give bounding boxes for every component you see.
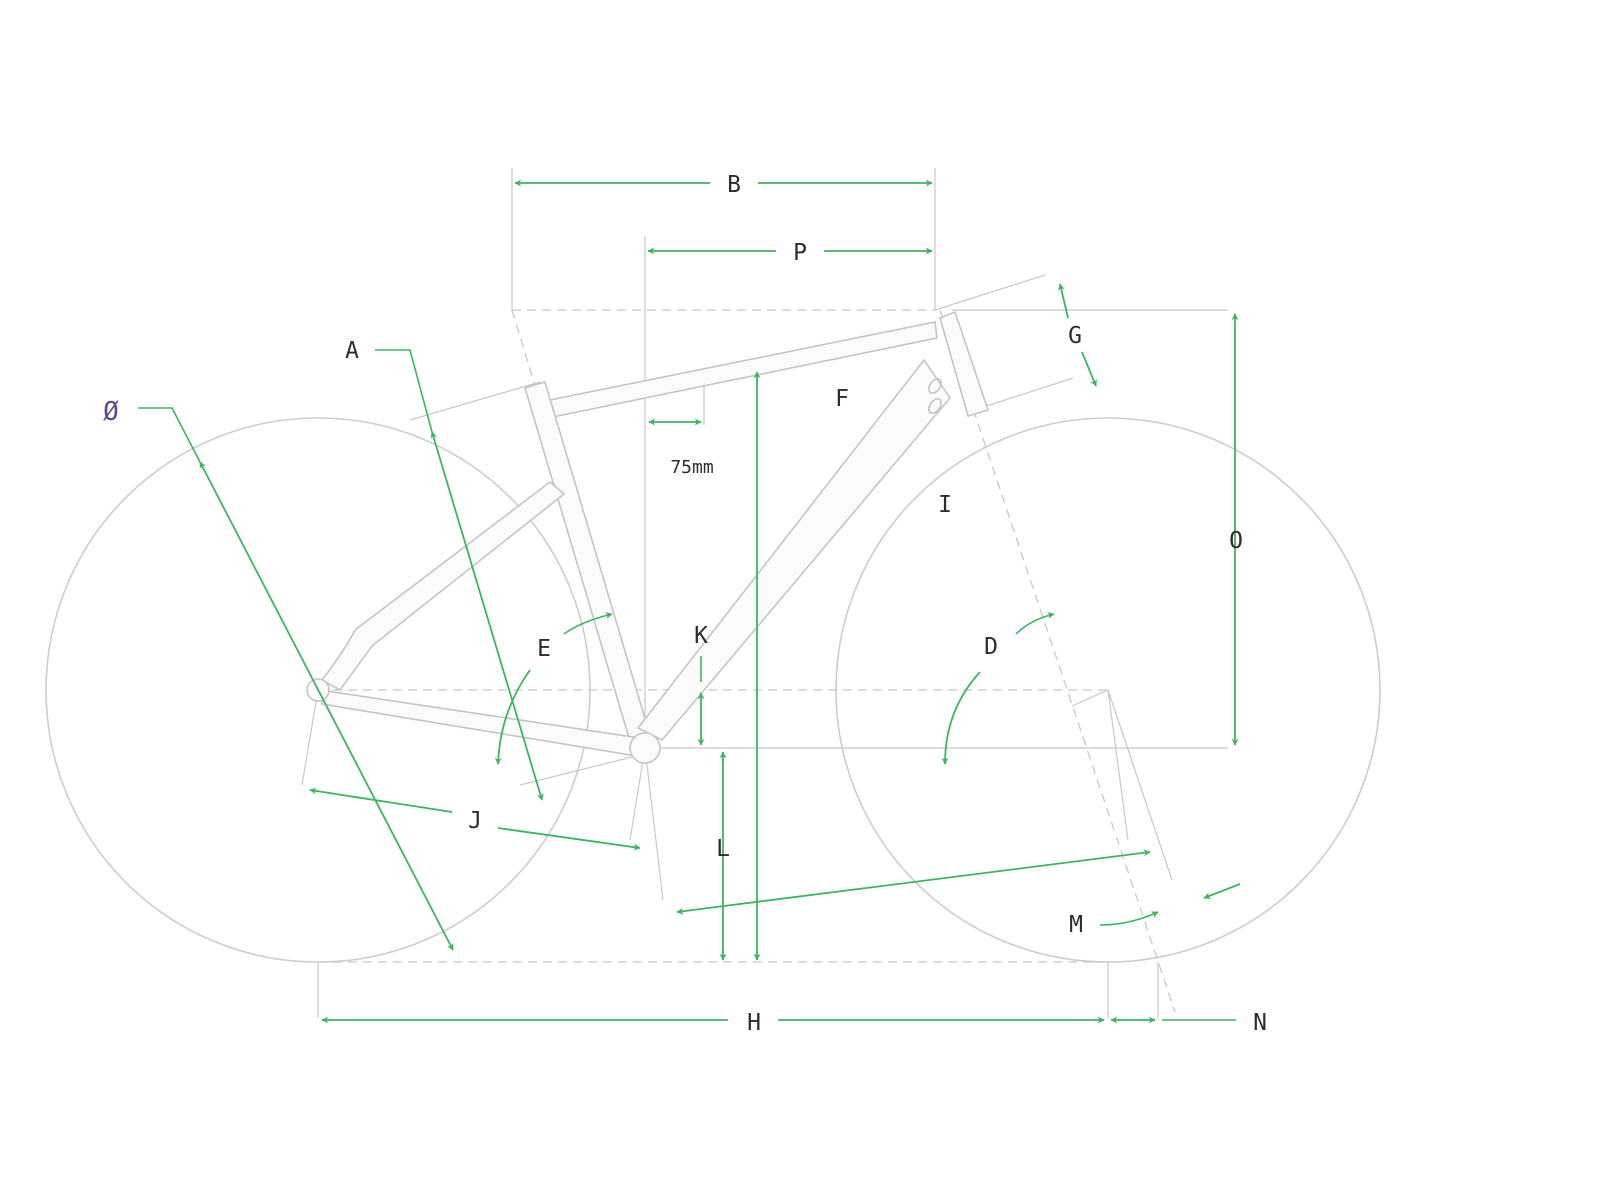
bottle-mount-1 (928, 378, 942, 394)
dim-fork-arrow (1203, 883, 1241, 899)
dimension-labels: B P A Ø G F 75mm I O E K D J L M H N (103, 172, 1267, 1036)
bottom-bracket (629, 732, 661, 764)
label-k: K (694, 623, 708, 649)
j-ext-rear (301, 689, 319, 786)
label-diameter: Ø (103, 397, 119, 427)
reach-ext-bb (644, 747, 664, 901)
label-f: F (835, 386, 849, 412)
label-b: B (727, 172, 741, 198)
dim-e-lead (563, 612, 613, 635)
label-j: J (468, 808, 482, 834)
dim-diameter (199, 461, 454, 951)
dim-g (1058, 283, 1069, 319)
dim-d-lead (1015, 612, 1055, 635)
dim-a (430, 431, 544, 801)
label-l: L (716, 836, 730, 862)
label-m: M (1069, 912, 1083, 938)
fork-offset-a (1107, 689, 1173, 881)
label-g: G (1068, 323, 1082, 349)
label-75mm: 75mm (670, 457, 713, 478)
dim-j-right (497, 827, 641, 851)
leader-diameter (138, 407, 201, 463)
dim-g-2 (1081, 351, 1097, 387)
dim-m-lead (1099, 911, 1159, 926)
a-ext-top (409, 381, 541, 421)
dim-j-left (309, 787, 453, 813)
dim-d-arc (941, 671, 981, 765)
g-ext-top (934, 274, 1046, 311)
top-tube (538, 321, 938, 419)
bottle-mount-2 (928, 398, 942, 414)
reach-ext-front (1107, 689, 1129, 841)
leader-a (375, 349, 433, 433)
head-tube (939, 310, 990, 417)
dim-e-arc (494, 669, 531, 765)
reference-lines (318, 309, 1228, 1013)
seat-tube (524, 381, 653, 749)
label-a: A (345, 338, 359, 364)
dim-reach (676, 849, 1151, 915)
chain-stay (319, 689, 641, 757)
dimension-arrows (138, 179, 1241, 1024)
label-p: P (793, 240, 807, 266)
bike-frame (306, 310, 990, 764)
fork-offset-b (1071, 689, 1109, 707)
label-o: O (1229, 528, 1243, 554)
seat-stay (320, 480, 566, 692)
label-h: H (747, 1010, 761, 1036)
label-n: N (1253, 1010, 1267, 1036)
label-e: E (537, 636, 551, 662)
label-i: I (938, 492, 952, 518)
label-d: D (984, 634, 998, 660)
steering-axis (939, 309, 1176, 1013)
a-ext-bottom (519, 754, 641, 786)
down-tube (636, 358, 952, 741)
